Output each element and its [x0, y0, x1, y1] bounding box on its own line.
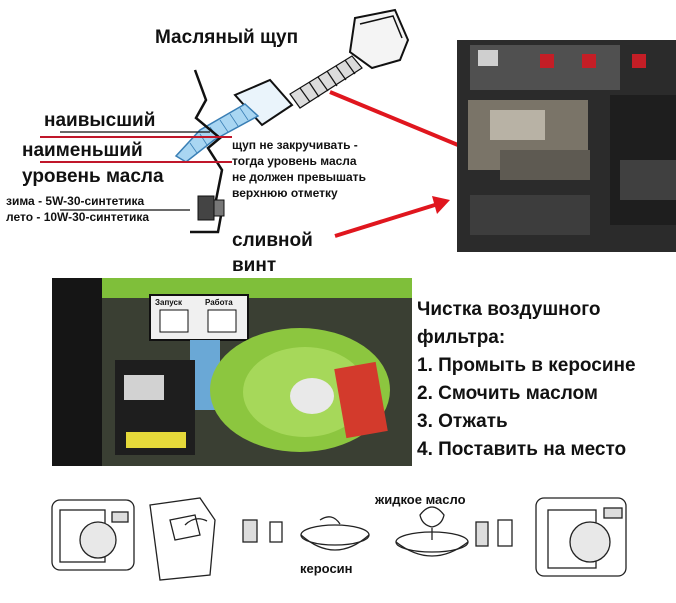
- arrow-to-drain: [334, 196, 450, 238]
- lowest-level-label: наименьший: [22, 140, 143, 161]
- kerosene-label: керосин: [300, 561, 353, 576]
- oil-level-label: уровень масла: [22, 166, 164, 187]
- filter-title-line2: фильтра:: [417, 327, 506, 348]
- note-line: не должен превышать: [232, 170, 366, 184]
- dipstick-drawing: [40, 8, 410, 234]
- switch-start-label: Запуск: [155, 298, 182, 307]
- note-line: тогда уровень масла: [232, 154, 357, 168]
- dipstick-note: щуп не закручивать - тогда уровень масла…: [232, 137, 366, 201]
- engine-photo-middle: [52, 278, 412, 466]
- summer-oil-label: лето - 10W-30-синтетика: [6, 210, 150, 224]
- note-line: щуп не закручивать -: [232, 138, 358, 152]
- engine-photo-top: [457, 40, 676, 252]
- winter-oil-label: зима - 5W-30-синтетика: [6, 194, 145, 208]
- liquid-oil-label: жидкое масло: [375, 492, 466, 507]
- dipstick-label: Масляный щуп: [155, 27, 299, 48]
- filter-step: 2. Смочить маслом: [417, 383, 598, 404]
- bottom-instruction-drawings: [51, 497, 627, 581]
- switch-run-label: Работа: [205, 298, 233, 307]
- air-filter-instructions: Чистка воздушного фильтра: 1. Промыть в …: [417, 296, 636, 464]
- filter-step: 4. Поставить на место: [417, 439, 627, 460]
- filter-step: 3. Отжать: [417, 411, 508, 432]
- drain-label-line2: винт: [232, 255, 277, 276]
- filter-step: 1. Промыть в керосине: [417, 355, 636, 376]
- drain-label-line1: сливной: [232, 230, 313, 251]
- filter-title-line1: Чистка воздушного: [417, 299, 601, 320]
- note-line: верхнюю отметку: [232, 186, 338, 200]
- highest-level-label: наивысший: [44, 110, 156, 131]
